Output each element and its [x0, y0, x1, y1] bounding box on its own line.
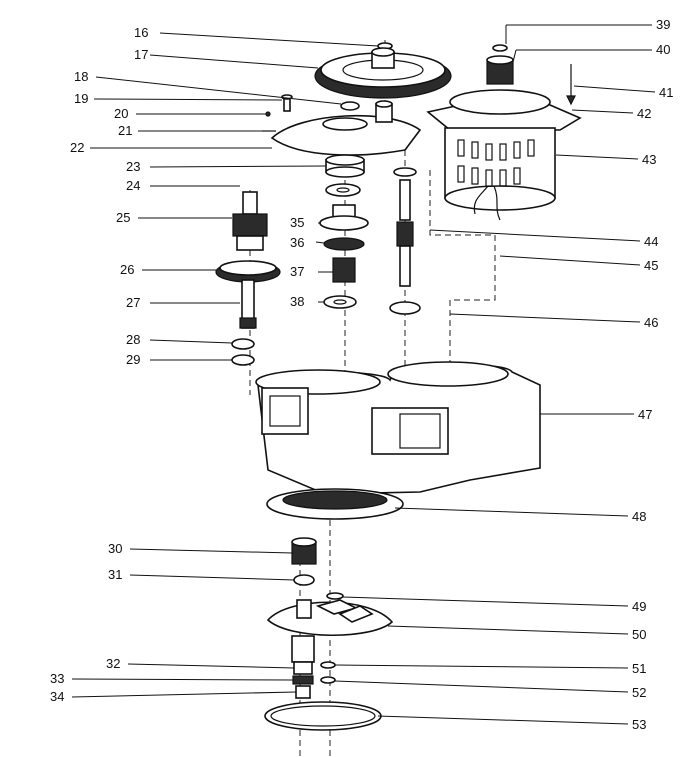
part-26-spur-gear: [215, 260, 281, 283]
part-47-housing: [255, 361, 541, 495]
label-51: 51: [632, 661, 646, 676]
label-33: 33: [50, 671, 64, 686]
part-48-ring-gear: [266, 488, 404, 520]
axis-motor-link: [429, 170, 496, 370]
part-23-bearing: [325, 154, 365, 178]
part-50-lower-plate: [266, 599, 394, 663]
part-right-shaft: [389, 167, 421, 315]
part-18-washer: [340, 101, 360, 111]
part-38-washer: [323, 295, 357, 309]
label-34: 34: [50, 689, 64, 704]
label-25: 25: [116, 210, 130, 225]
part-52-washer: [320, 676, 336, 684]
label-21: 21: [118, 123, 132, 138]
label-17: 17: [134, 47, 148, 62]
label-20: 20: [114, 106, 128, 121]
part-33-collar: [292, 675, 314, 685]
label-22: 22: [70, 140, 84, 155]
part-37-bearing: [332, 257, 356, 283]
label-49: 49: [632, 599, 646, 614]
part-17-large-gear: [314, 47, 452, 99]
part-25-worm-shaft: [232, 191, 268, 251]
part-49-washer: [326, 592, 344, 600]
label-44: 44: [644, 234, 658, 249]
label-41: 41: [659, 85, 673, 100]
label-52: 52: [632, 685, 646, 700]
label-35: 35: [290, 215, 304, 230]
label-46: 46: [644, 315, 658, 330]
label-32: 32: [106, 656, 120, 671]
part-44-wires: [473, 185, 501, 221]
label-23: 23: [126, 159, 140, 174]
leader-lines: [71, 24, 656, 725]
part-24-washer: [325, 183, 361, 197]
part-41-screw: [566, 64, 576, 106]
label-50: 50: [632, 627, 646, 642]
part-40-motor-pinion: [486, 55, 514, 85]
label-27: 27: [126, 295, 140, 310]
part-30-gear: [291, 537, 317, 565]
part-27-output-shaft: [239, 279, 257, 329]
label-19: 19: [74, 91, 88, 106]
label-28: 28: [126, 332, 140, 347]
label-30: 30: [108, 541, 122, 556]
label-40: 40: [656, 42, 670, 57]
part-43-motor: [426, 89, 582, 211]
part-28-washer: [231, 338, 255, 350]
label-38: 38: [290, 294, 304, 309]
label-42: 42: [637, 106, 651, 121]
label-group-left: 16 17 18 19 20 21 22 23 24 25 26 27 28 2…: [50, 25, 304, 704]
part-31-washer: [293, 574, 315, 586]
part-53-ring: [264, 701, 382, 731]
part-34-pin: [295, 685, 311, 699]
label-53: 53: [632, 717, 646, 732]
label-16: 16: [134, 25, 148, 40]
part-29-washer: [231, 354, 255, 366]
label-29: 29: [126, 352, 140, 367]
label-43: 43: [642, 152, 656, 167]
part-36-gear: [323, 237, 365, 251]
part-39-washer: [492, 44, 508, 52]
label-36: 36: [290, 235, 304, 250]
label-39: 39: [656, 17, 670, 32]
part-20-pin: [265, 111, 271, 117]
label-group-right: 39 40 41 42 43 44 45 46 47 48 49 50 51 5…: [632, 17, 673, 732]
label-31: 31: [108, 567, 122, 582]
label-48: 48: [632, 509, 646, 524]
label-37: 37: [290, 264, 304, 279]
label-24: 24: [126, 178, 140, 193]
label-26: 26: [120, 262, 134, 277]
label-18: 18: [74, 69, 88, 84]
label-45: 45: [644, 258, 658, 273]
label-47: 47: [638, 407, 652, 422]
part-35-collar: [319, 204, 369, 231]
part-32-sleeve: [293, 661, 313, 675]
part-22-cover-plate: [270, 100, 422, 156]
part-51-washer: [320, 661, 336, 669]
